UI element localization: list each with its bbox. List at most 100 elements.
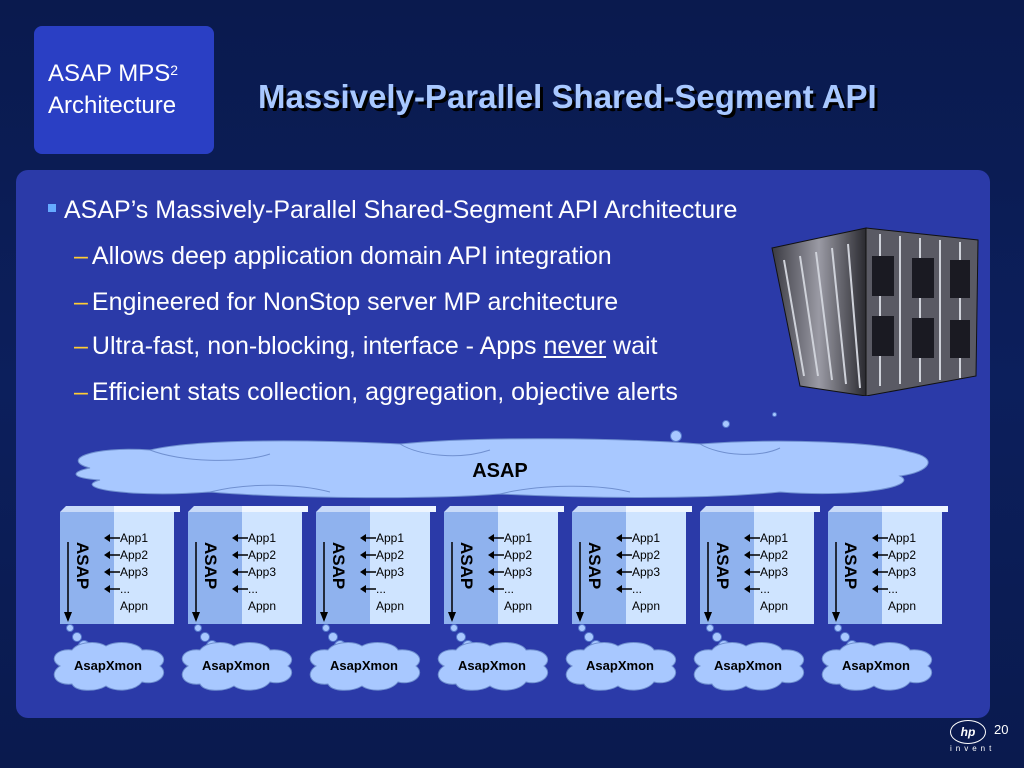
node-apps-side: [882, 506, 948, 624]
slide-title: Massively-Parallel Shared-Segment API: [258, 78, 877, 115]
node-asap-side: [188, 512, 242, 624]
asapxmon-label: AsapXmon: [202, 658, 270, 673]
node-asap-side: [316, 512, 370, 624]
connector-dot: [834, 624, 842, 632]
app-label: Appn: [888, 599, 917, 613]
app-label: App2: [248, 548, 277, 562]
arrow-icon: [448, 534, 504, 622]
node-apps-side: [242, 506, 308, 624]
app-label: App3: [632, 565, 661, 579]
thought-dot: [772, 412, 777, 417]
app-label: ...: [632, 582, 643, 596]
node-asap-side: [828, 512, 882, 624]
connector-dot: [200, 632, 210, 642]
app-label: ...: [504, 582, 515, 596]
sub-bullet-2: –Engineered for NonStop server MP archit…: [74, 288, 619, 316]
section-label-box: ASAP MPS2 Architecture: [34, 26, 214, 154]
app-label: App1: [632, 531, 661, 545]
asapxmon-cloud: AsapXmon: [174, 640, 298, 692]
bullet-square-icon: [48, 204, 56, 213]
arrow-icon: [64, 534, 120, 622]
app-label: App1: [248, 531, 277, 545]
asapxmon-label: AsapXmon: [458, 658, 526, 673]
app-label: ...: [888, 582, 899, 596]
app-label: App3: [760, 565, 789, 579]
hp-logo: hp: [950, 720, 986, 744]
app-label: App3: [504, 565, 533, 579]
asapxmon-cloud: AsapXmon: [430, 640, 554, 692]
node-apps-side: [498, 506, 564, 624]
node-apps-side: [370, 506, 436, 624]
thought-dot: [722, 420, 730, 428]
monitor-cloud-shape: [53, 642, 165, 691]
asapxmon-cloud: AsapXmon: [558, 640, 682, 692]
monitor-cloud-shape: [309, 642, 421, 691]
thought-dot: [670, 430, 682, 442]
app-label: App3: [888, 565, 917, 579]
monitor-cloud-shape: [565, 642, 677, 691]
connector-dot: [66, 624, 74, 632]
app-label: App2: [376, 548, 405, 562]
asapxmon-cloud: AsapXmon: [814, 640, 938, 692]
asapxmon-label: AsapXmon: [586, 658, 654, 673]
node-apps-side: [754, 506, 820, 624]
arrow-icon: [832, 534, 888, 622]
page-number: 20: [994, 722, 1009, 737]
connector-dot: [578, 624, 586, 632]
asapxmon-label: AsapXmon: [842, 658, 910, 673]
asapxmon-cloud: AsapXmon: [302, 640, 426, 692]
node-asap-side: [444, 512, 498, 624]
connector-dot: [584, 632, 594, 642]
connector-dot: [706, 624, 714, 632]
node-apps-side: [114, 506, 180, 624]
app-label: ...: [248, 582, 259, 596]
section-label-line1: ASAP MPS2: [48, 60, 179, 87]
node-apps-side: [626, 506, 692, 624]
sub-bullet-4: –Efficient stats collection, aggregation…: [74, 378, 678, 406]
app-label: Appn: [632, 599, 661, 613]
app-label: App1: [376, 531, 405, 545]
app-label: ...: [376, 582, 387, 596]
asap-cloud-label: ASAP: [472, 460, 528, 482]
arrow-icon: [320, 534, 376, 622]
connector-dot: [328, 632, 338, 642]
app-label: ...: [760, 582, 771, 596]
app-label: App2: [504, 548, 533, 562]
sub-bullet-1: –Allows deep application domain API inte…: [74, 242, 612, 270]
app-label: App1: [120, 531, 149, 545]
connector-dot: [194, 624, 202, 632]
main-bullet: ASAP’s Massively-Parallel Shared-Segment…: [48, 196, 737, 225]
monitor-cloud-shape: [821, 642, 933, 691]
node-asap-side: [700, 512, 754, 624]
app-label: App3: [120, 565, 149, 579]
connector-dot: [840, 632, 850, 642]
connector-dot: [712, 632, 722, 642]
connector-dot: [322, 624, 330, 632]
asapxmon-cloud: AsapXmon: [686, 640, 810, 692]
app-label: ...: [120, 582, 131, 596]
server-rack-image: [771, 227, 979, 396]
app-label: App2: [120, 548, 149, 562]
app-label: App1: [760, 531, 789, 545]
app-label: Appn: [376, 599, 405, 613]
hp-tagline: invent: [950, 744, 996, 753]
app-label: Appn: [120, 599, 149, 613]
arrow-icon: [704, 534, 760, 622]
section-label-line2: Architecture: [48, 92, 177, 119]
asapxmon-label: AsapXmon: [74, 658, 142, 673]
monitor-cloud-shape: [437, 642, 549, 691]
app-label: Appn: [760, 599, 789, 613]
app-label: App2: [760, 548, 789, 562]
node-asap-side: [60, 512, 114, 624]
